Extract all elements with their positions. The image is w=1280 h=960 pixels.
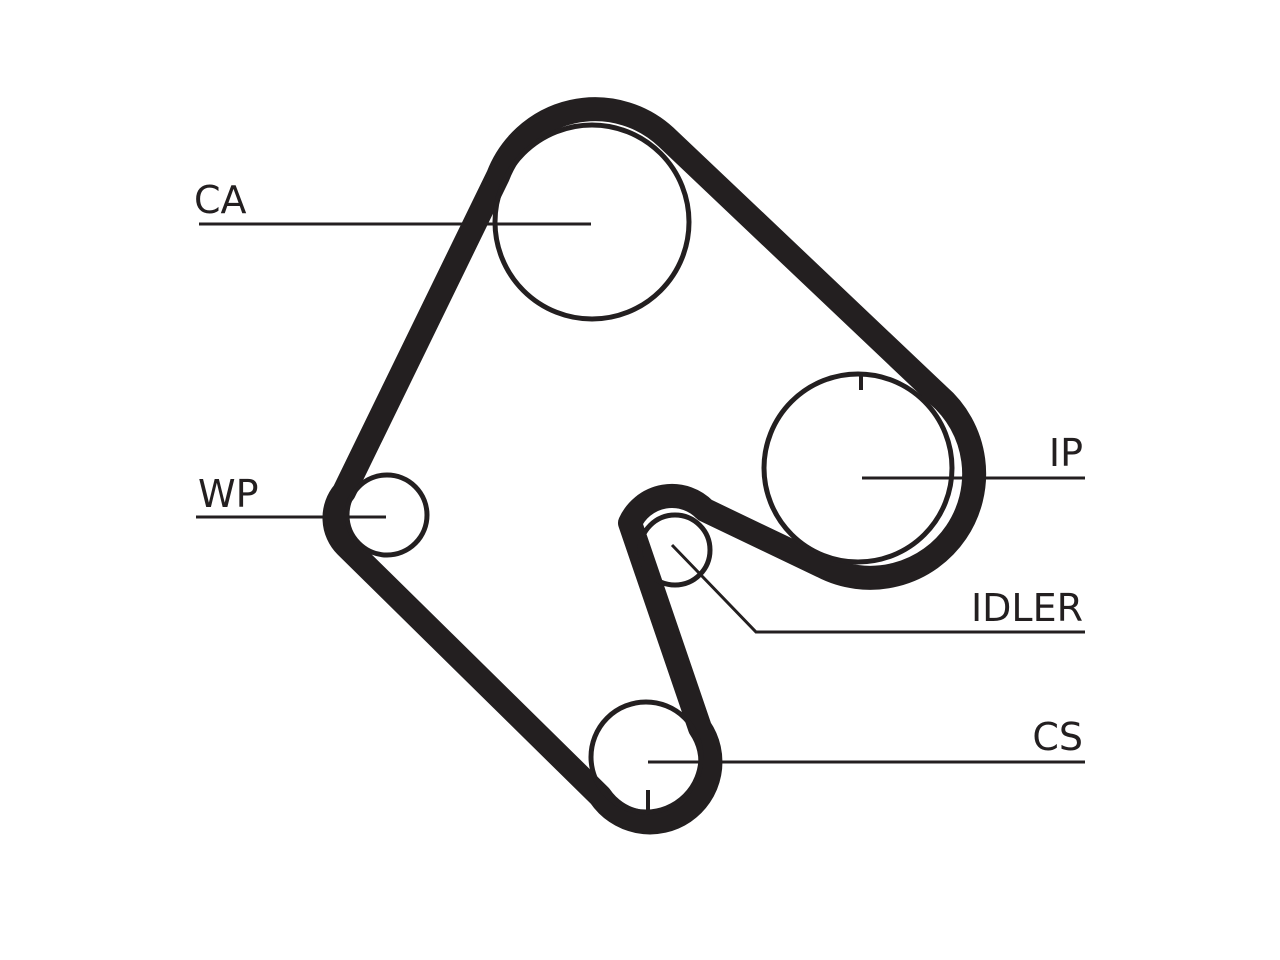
label-ip: IP xyxy=(1049,431,1083,475)
label-cs: CS xyxy=(1032,715,1083,759)
label-idler: IDLER xyxy=(971,586,1083,630)
idler-pulley xyxy=(637,512,713,588)
camshaft-pulley xyxy=(492,122,692,322)
label-wp: WP xyxy=(198,472,259,516)
label-ca: CA xyxy=(194,178,247,222)
injection-pump-pulley xyxy=(761,371,955,565)
water-pump-pulley xyxy=(344,472,430,558)
idler-leader-line xyxy=(670,543,1085,634)
timing-belt xyxy=(322,97,987,835)
